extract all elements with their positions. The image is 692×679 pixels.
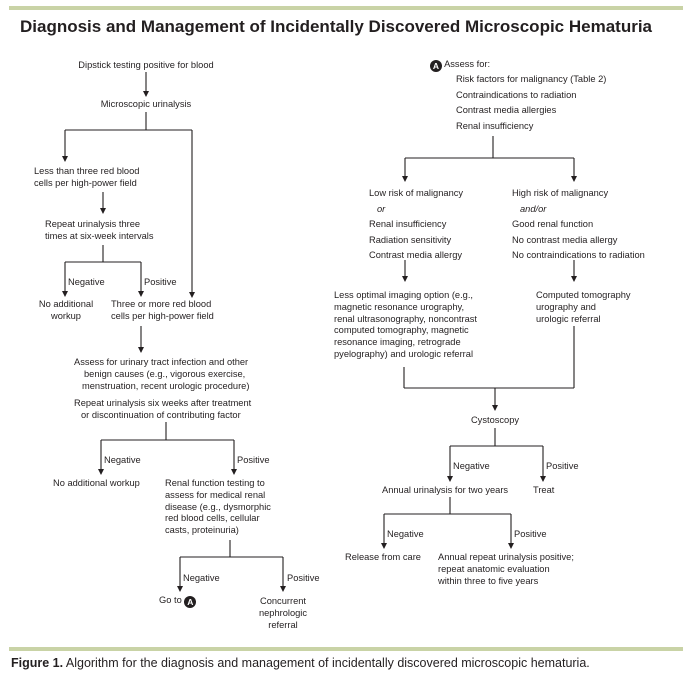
page-title: Diagnosis and Management of Incidentally… [20,17,652,36]
label-negative-3: Negative [183,573,220,583]
label-positive-4: Positive [546,461,579,471]
label-positive-1: Positive [144,277,177,287]
node-low-risk: Low risk of malignancy or Renal insuffic… [369,188,464,260]
list-item: Contraindications to radiation [456,89,577,100]
top-rule [9,6,683,10]
node-treat: Treat [533,485,555,495]
label-negative-5: Negative [387,529,424,539]
figure-caption: Figure 1. Algorithm for the diagnosis an… [11,656,590,670]
node-no-additional-workup-2: No additional workup [53,478,140,488]
list-item: Risk factors for malignancy (Table 2) [456,74,607,84]
label-negative-2: Negative [104,455,141,465]
label-negative-1: Negative [68,277,105,287]
badge-a-icon: A [430,60,442,72]
list-item: Contrast media allergies [456,105,557,115]
node-release-from-care: Release from care [345,552,421,562]
node-annual-repeat: Annual repeat urinalysis positive;repeat… [438,552,574,586]
label-positive-2: Positive [237,455,270,465]
node-less-optimal-imaging: Less optimal imaging option (e.g.,magnet… [334,290,477,359]
label-positive-3: Positive [287,573,320,583]
node-annual-urinalysis: Annual urinalysis for two years [382,485,509,495]
node-go-to-a: Go to A [159,595,197,608]
node-dipstick: Dipstick testing positive for blood [78,60,214,70]
list-assess-items: Risk factors for malignancy (Table 2) Co… [456,72,606,134]
node-assess-for: A Assess for: [430,59,490,72]
label-negative-4: Negative [453,461,490,471]
bottom-rule [9,647,683,651]
node-microscopic-urinalysis: Microscopic urinalysis [100,99,192,109]
badge-a-icon: A [184,596,197,608]
list-item: Renal insufficiency [456,120,534,131]
node-cystoscopy: Cystoscopy [470,415,520,425]
node-assess-uti: Assess for urinary tract infection and o… [74,357,250,391]
label-positive-5: Positive [514,529,547,539]
node-high-risk: High risk of malignancy and/or Good rena… [512,188,645,260]
node-repeat-six-weeks: Repeat urinalysis six weeks after treatm… [74,398,252,420]
